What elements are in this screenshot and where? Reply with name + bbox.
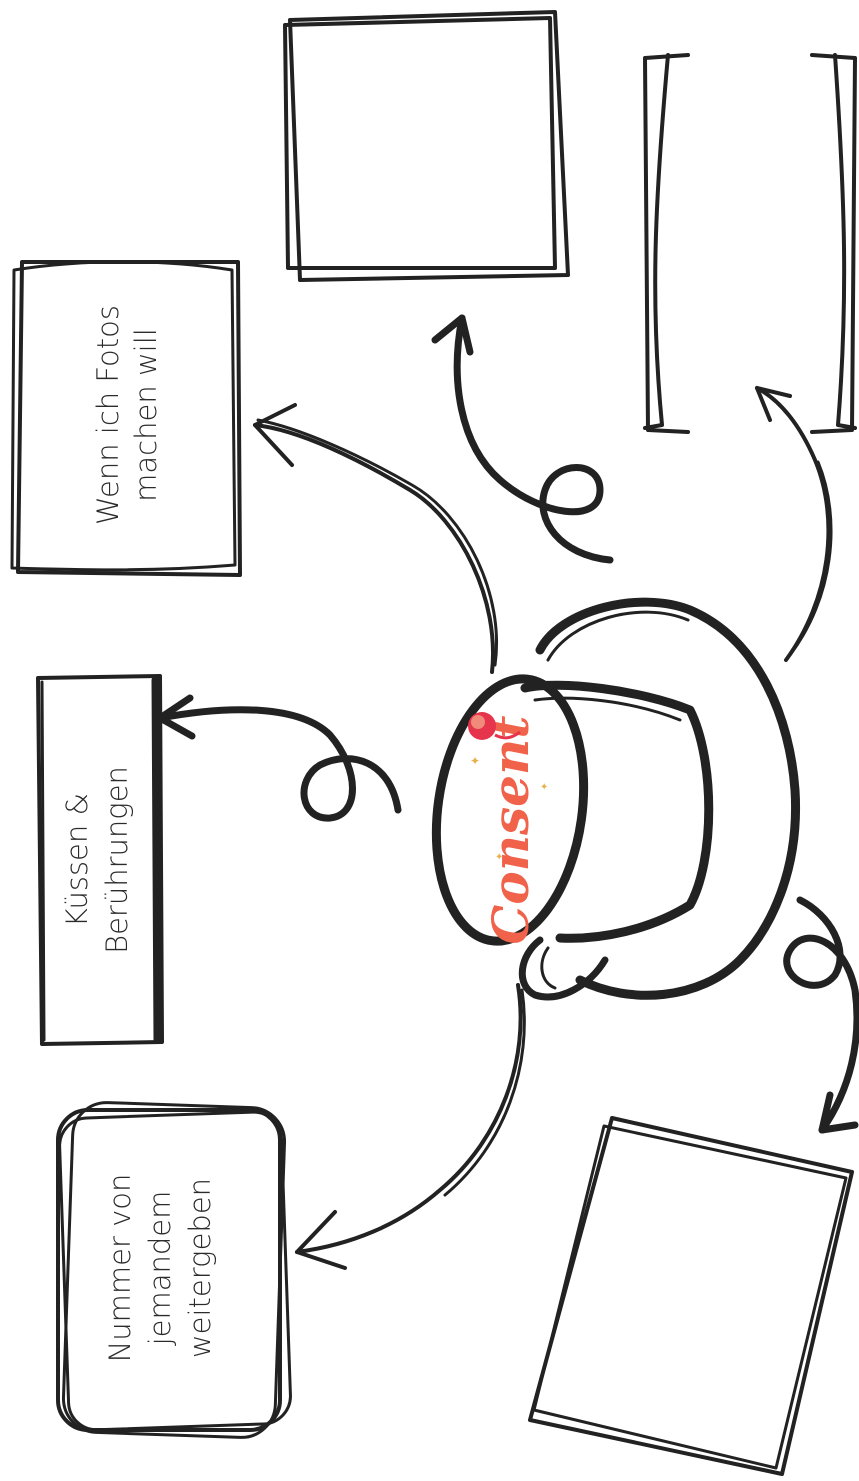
box-kiss: [36, 674, 164, 1046]
photos-label-line2: machen will: [129, 328, 163, 502]
cup-handle: [518, 936, 609, 1001]
kiss-label-line2: Berührungen: [100, 766, 134, 954]
cup-rim: [431, 674, 589, 946]
consent-logo-text: Consent: [481, 716, 540, 945]
phone-label-line2: jemandem: [143, 1191, 177, 1347]
curly-arrow-top: [431, 314, 614, 564]
box-empty-bottom: [528, 1116, 854, 1476]
coffee-cup-icon: [431, 597, 801, 1001]
curly-arrow-kiss: [156, 694, 402, 822]
saucer-outline: [535, 597, 801, 1000]
box-empty-top: [283, 10, 570, 282]
sparkle-icon: ✦: [540, 782, 548, 793]
photos-label-line1: Wenn ich Fotos: [91, 305, 125, 525]
box-photos: [10, 260, 242, 577]
box-phone: [56, 1101, 292, 1439]
arrow-to-phone: [295, 983, 526, 1270]
arrow-to-photos: [253, 403, 498, 674]
phone-label-line1: Nummer von: [103, 1174, 137, 1363]
phone-label-line3: weitergeben: [183, 1178, 217, 1358]
box-bracket: [643, 53, 857, 434]
sparkle-icon: ✦: [495, 852, 503, 863]
cup-body-outline: [520, 680, 714, 943]
kiss-label-line1: Küssen &: [60, 793, 94, 927]
sparkle-icon: ✦: [470, 754, 480, 768]
curly-arrow-bottom: [783, 896, 859, 1134]
consent-logo: Consent ✦ ✦ ✦: [468, 712, 548, 944]
arrow-to-bracket: [755, 386, 833, 662]
